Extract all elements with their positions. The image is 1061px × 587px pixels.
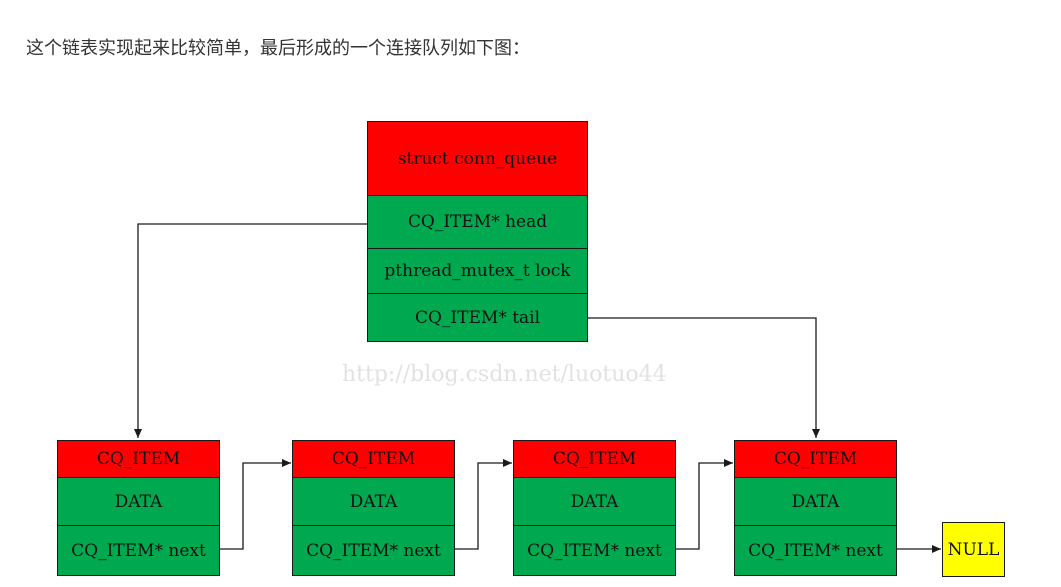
cq-item-4-data: DATA	[734, 477, 897, 526]
cq-item-3-header: CQ_ITEM	[513, 440, 676, 478]
intro-text: 这个链表实现起来比较简单，最后形成的一个连接队列如下图：	[26, 38, 530, 59]
cq-item-4-next: CQ_ITEM* next	[734, 525, 897, 576]
cq-item-2-next: CQ_ITEM* next	[292, 525, 455, 576]
tail-pointer-arrow	[587, 317, 820, 438]
next-pointer-arrow-1	[219, 459, 291, 550]
conn-queue-tail-field: CQ_ITEM* tail	[367, 293, 588, 342]
cq-item-3-data: DATA	[513, 477, 676, 526]
cq-item-3-next: CQ_ITEM* next	[513, 525, 676, 576]
cq-item-1-header: CQ_ITEM	[57, 440, 220, 478]
next-pointer-arrow-2	[455, 459, 512, 550]
conn-queue-title: struct conn_queue	[367, 121, 588, 196]
cq-item-2-header: CQ_ITEM	[292, 440, 455, 478]
cq-item-1-data: DATA	[57, 477, 220, 526]
cq-item-2-data: DATA	[292, 477, 455, 526]
next-pointer-arrow-3	[675, 459, 733, 550]
cq-item-1-next: CQ_ITEM* next	[57, 525, 220, 576]
conn-queue-head-field: CQ_ITEM* head	[367, 195, 588, 249]
cq-item-4-header: CQ_ITEM	[734, 440, 897, 478]
watermark: http://blog.csdn.net/luotuo44	[342, 362, 667, 387]
conn-queue-lock-field: pthread_mutex_t lock	[367, 248, 588, 294]
head-pointer-arrow	[134, 223, 367, 438]
null-box: NULL	[942, 522, 1005, 577]
